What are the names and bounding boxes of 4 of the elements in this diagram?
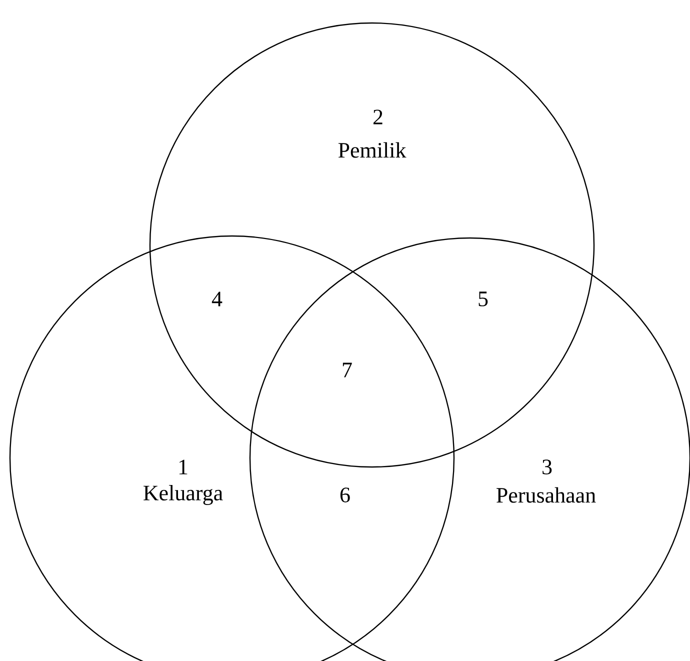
region-number: 7 — [342, 362, 352, 378]
region-number: 5 — [478, 292, 488, 306]
region-number: 4 — [212, 292, 222, 306]
region-number: 6 — [340, 488, 350, 502]
